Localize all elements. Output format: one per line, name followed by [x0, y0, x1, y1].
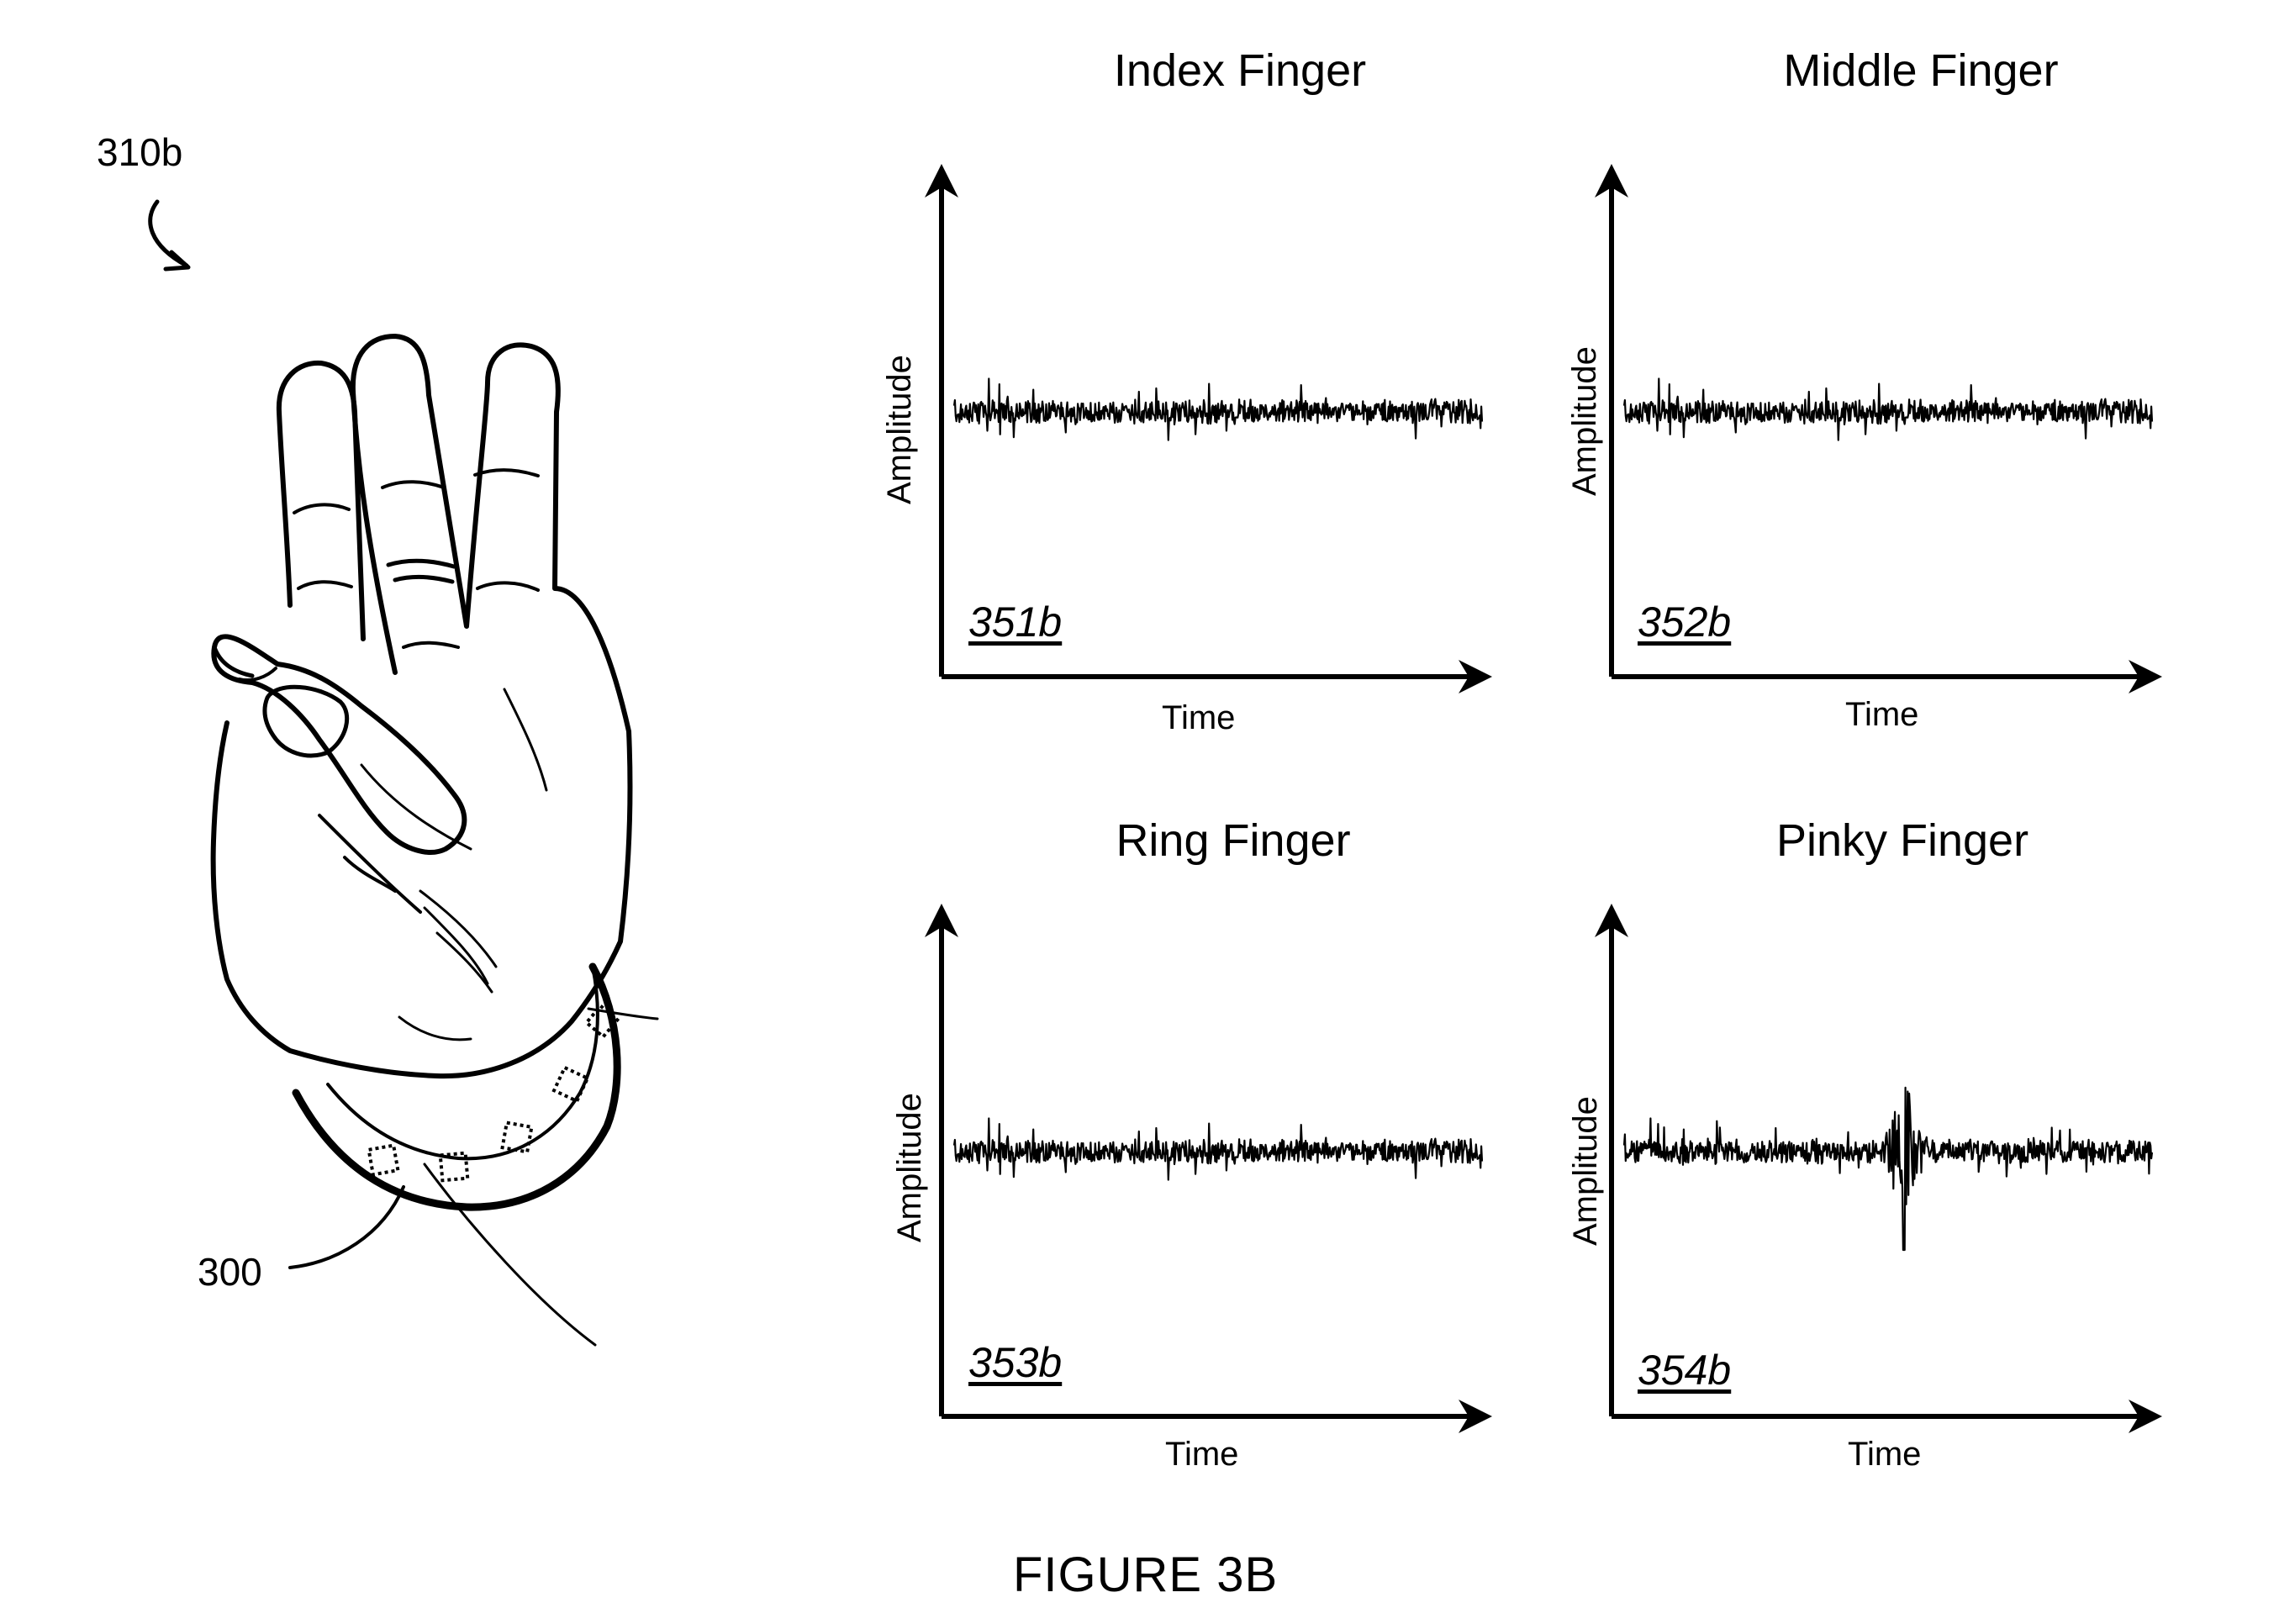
chart-title: Index Finger: [1113, 45, 1367, 96]
x-axis-arrowhead-icon: [1459, 660, 1492, 693]
signal-trace: [1622, 1086, 2154, 1252]
x-axis-label: Time: [1848, 1436, 1922, 1473]
figure-caption: FIGURE 3B: [1013, 1548, 1279, 1602]
signal-trace: [1622, 377, 2154, 441]
chart-reference-label: 354b: [1638, 1347, 1732, 1394]
chart-reference-label: 352b: [1638, 598, 1732, 646]
x-axis-arrowhead-icon: [2129, 1400, 2162, 1433]
y-axis-arrowhead-icon: [925, 164, 958, 198]
sensor-icon: [438, 1151, 470, 1183]
sensor-icon: [367, 1143, 400, 1177]
wristband-device: [292, 962, 621, 1211]
hand-reference-label: 310b: [97, 130, 183, 174]
chart-title: Middle Finger: [1783, 45, 2059, 96]
x-axis-arrowhead-icon: [1459, 1400, 1492, 1433]
x-axis-label: Time: [1162, 699, 1236, 736]
sensor-icon: [583, 1003, 620, 1040]
chart-2: [925, 904, 1492, 1433]
chart-3: [1595, 904, 2162, 1433]
chart-reference-label: 353b: [968, 1339, 1063, 1386]
x-axis-label: Time: [1165, 1436, 1239, 1473]
chart-0: [925, 164, 1492, 693]
y-axis-arrowhead-icon: [1595, 164, 1628, 198]
x-axis-label: Time: [1845, 696, 1919, 733]
x-axis-arrowhead-icon: [2129, 660, 2162, 693]
chart-title: Ring Finger: [1116, 815, 1351, 866]
sensor-icon: [551, 1065, 590, 1104]
chart-1: [1595, 164, 2162, 693]
reference-arrow-icon: [148, 199, 189, 268]
hand-outline: [210, 334, 633, 1079]
chart-title: Pinky Finger: [1775, 815, 2029, 866]
callout-leader-line: [288, 1185, 405, 1269]
y-axis-arrowhead-icon: [1595, 904, 1628, 937]
hand-illustration: [148, 199, 659, 1347]
wristband-sensors: [367, 1003, 620, 1183]
y-axis-arrowhead-icon: [925, 904, 958, 937]
signal-trace: [952, 1117, 1484, 1181]
chart-reference-label: 351b: [968, 598, 1063, 646]
sensor-icon: [500, 1120, 534, 1154]
signal-trace: [952, 377, 1484, 441]
device-reference-label: 300: [198, 1250, 262, 1294]
